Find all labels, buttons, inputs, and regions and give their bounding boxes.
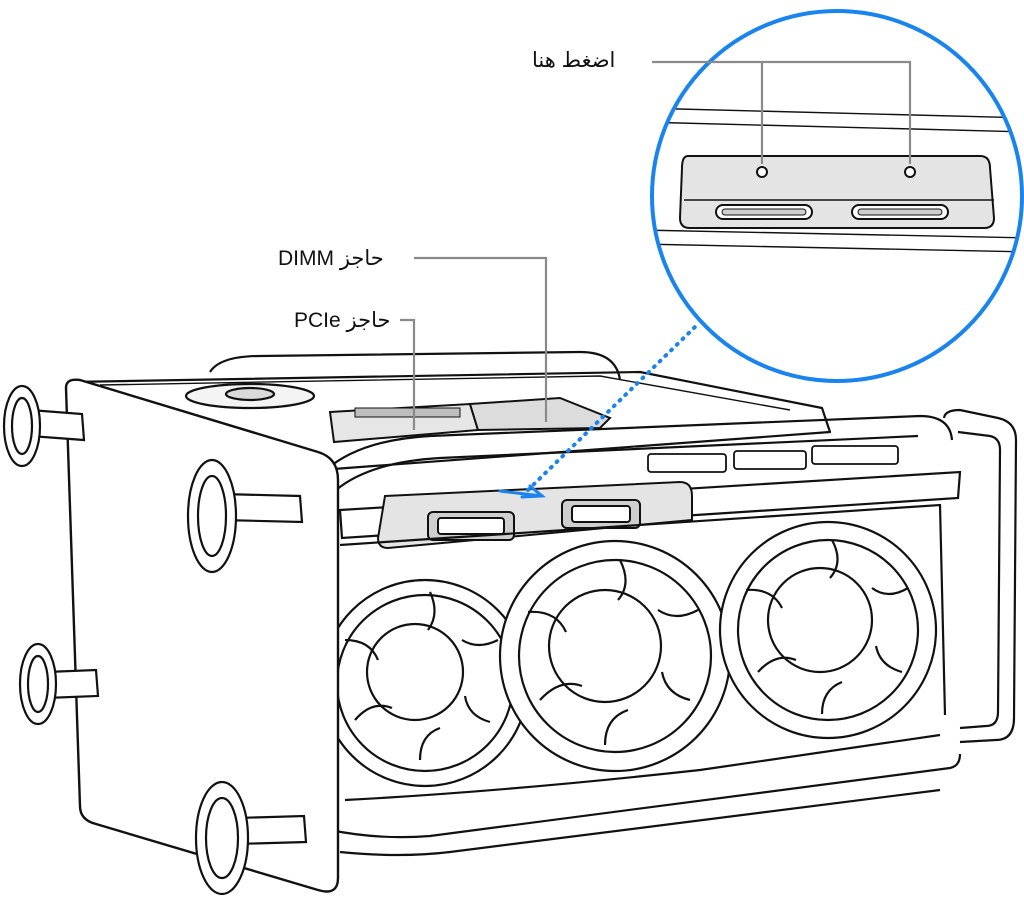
foot-top-left (2, 384, 86, 468)
foot-bottom-left (18, 642, 100, 726)
housing-latch (376, 480, 693, 550)
foot-top-right (186, 458, 304, 574)
press-point-left-icon (756, 166, 768, 178)
blue-arrow-icon (498, 484, 546, 499)
fan-housing (329, 503, 962, 857)
fan-right (718, 520, 938, 740)
fan-left (320, 578, 530, 788)
leader-pcie (400, 318, 416, 430)
callout-press-here: اضغط هنا (532, 49, 616, 72)
foot-bottom-right (194, 780, 308, 896)
frame-rear-handle (942, 408, 1018, 744)
zoom-callout (650, 9, 1024, 383)
fan-center (498, 539, 732, 773)
io-ports (647, 445, 899, 473)
press-point-right-icon (904, 166, 916, 178)
callout-pcie-cover: حاجز PCIe (294, 309, 391, 332)
zoom-connector (526, 324, 698, 492)
leader-press-here (652, 60, 912, 164)
leader-dimm (414, 256, 548, 422)
callout-dimm-cover: حاجز DIMM (278, 247, 384, 270)
